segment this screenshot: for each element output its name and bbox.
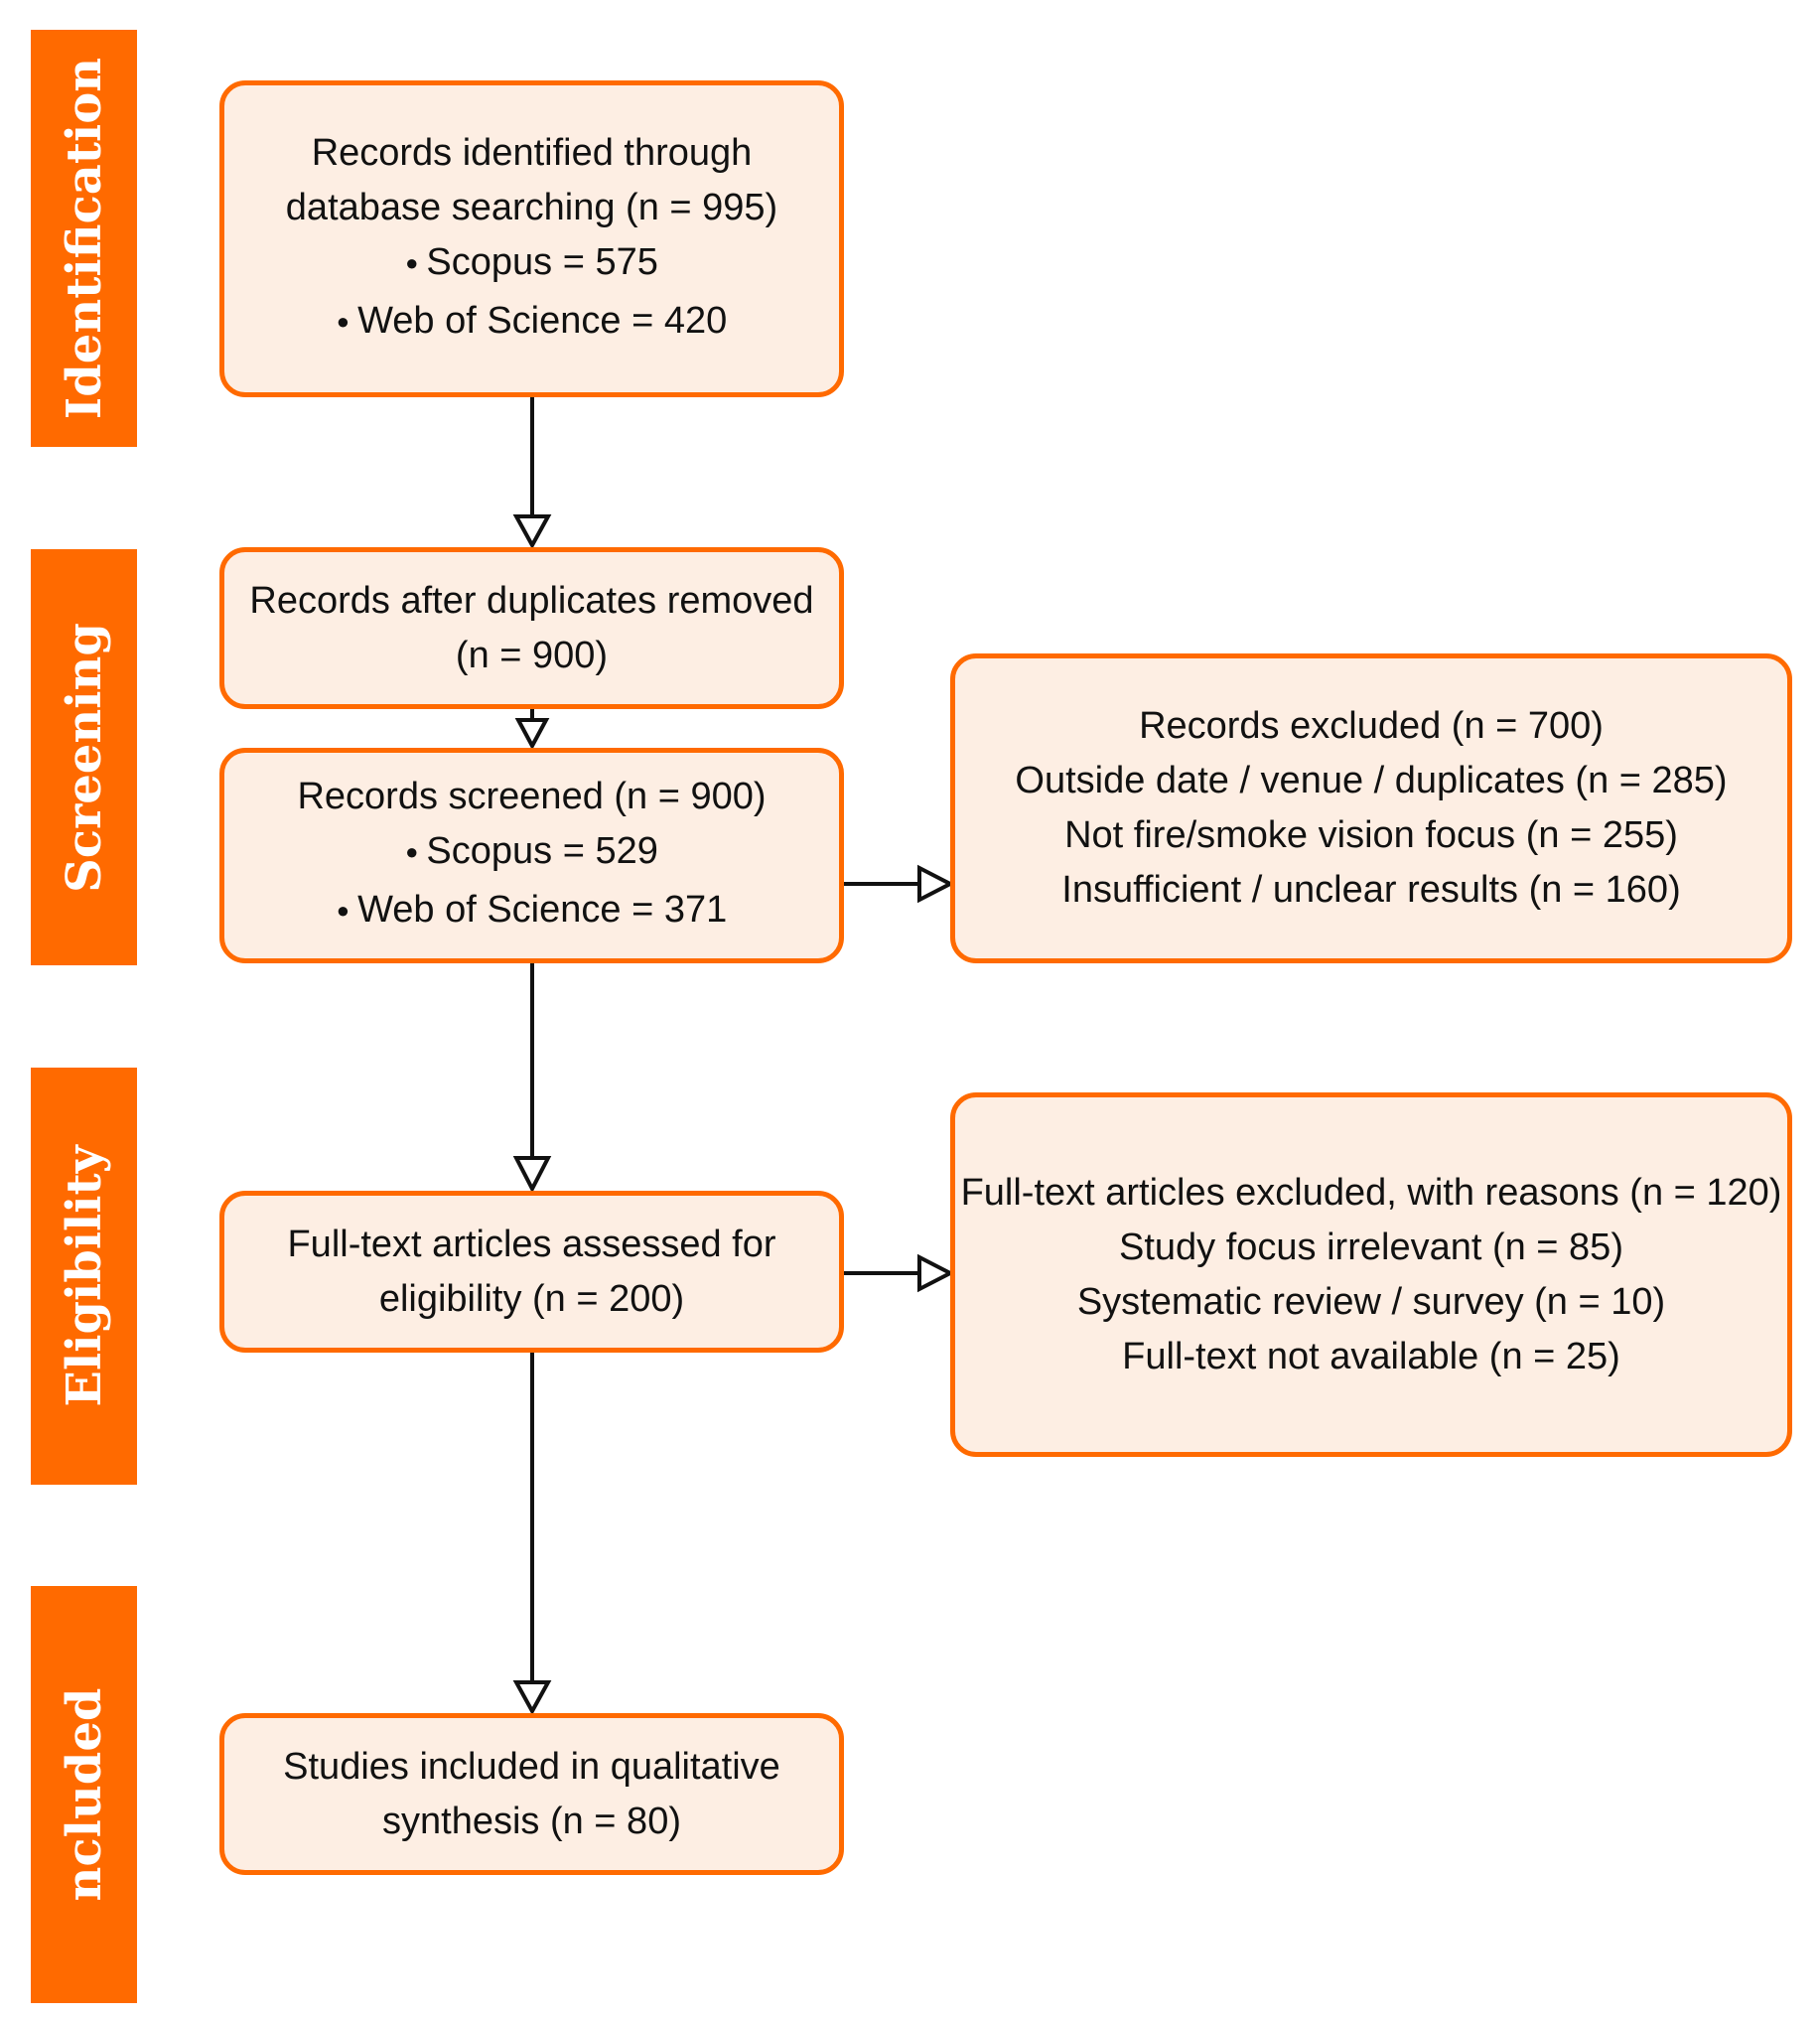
box-fulltext-excluded: Full-text articles excluded, with reason… (950, 1092, 1792, 1457)
stage-eligibility: Eligibility (31, 1068, 137, 1485)
box-line: Records after duplicates removed (249, 579, 814, 622)
box-line: Full-text not available (n = 25) (1122, 1335, 1620, 1377)
box-records-deduplicated: Records after duplicates removed (n = 90… (219, 547, 844, 709)
bullet-item: Web of Science = 371 (337, 883, 727, 941)
bullet-item: Web of Science = 420 (337, 294, 727, 353)
box-line: Not fire/smoke vision focus (n = 255) (1064, 814, 1678, 856)
stage-screening: Screening (31, 549, 137, 965)
box-records-screened: Records screened (n = 900) Scopus = 529 … (219, 748, 844, 963)
arrowhead-screened (514, 718, 550, 751)
box-line: (n = 900) (455, 634, 609, 676)
box-line: Insufficient / unclear results (n = 160) (1061, 869, 1681, 911)
arrowhead-included (512, 1680, 552, 1716)
box-line: Study focus irrelevant (n = 85) (1119, 1226, 1623, 1268)
box-records-excluded: Records excluded (n = 700) Outside date … (950, 653, 1792, 963)
stage-included: ncluded (31, 1586, 137, 2003)
box-studies-included: Studies included in qualitative synthesi… (219, 1713, 844, 1875)
box-line: Full-text articles assessed for (287, 1223, 776, 1265)
arrowhead-eligibility (512, 1156, 552, 1194)
box-records-identified: Records identified through database sear… (219, 80, 844, 397)
box-line: Records excluded (n = 700) (1139, 705, 1604, 747)
box-line: Systematic review / survey (n = 10) (1076, 1280, 1666, 1323)
box-line: Records screened (n = 900) (297, 776, 767, 817)
box-line: Outside date / venue / duplicates (n = 2… (1015, 760, 1728, 801)
stage-identification: Identification (31, 30, 137, 447)
box-line: Full-text articles excluded, with reason… (960, 1171, 1782, 1214)
box-line: synthesis (n = 80) (382, 1800, 681, 1842)
box-line: Records identified through (311, 131, 753, 174)
arrowhead-deduplicated (512, 514, 552, 550)
box-fulltext-assessed: Full-text articles assessed for eligibil… (219, 1191, 844, 1353)
box-line: Studies included in qualitative (283, 1745, 780, 1788)
bullet-item: Scopus = 575 (405, 235, 657, 294)
arrowhead-excluded (917, 864, 955, 904)
box-line: database searching (n = 995) (285, 186, 778, 228)
arrowhead-fulltext-excluded (917, 1253, 955, 1293)
bullet-item: Scopus = 529 (405, 824, 657, 883)
box-line: eligibility (n = 200) (378, 1277, 685, 1320)
